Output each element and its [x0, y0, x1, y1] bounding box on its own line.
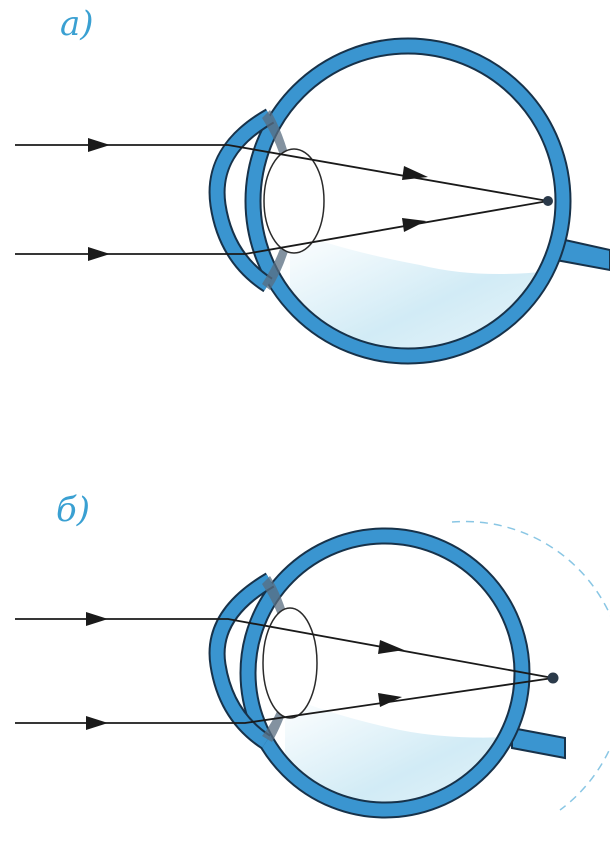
focus-point [543, 196, 553, 206]
eye-diagram-b [0, 480, 610, 841]
panel-b-elongated-eye: б) [0, 480, 610, 841]
lens [264, 149, 324, 253]
arrow [402, 218, 426, 232]
arrow [86, 612, 108, 626]
arrow [378, 640, 404, 654]
arrow [402, 166, 428, 180]
arrow [88, 138, 110, 152]
lens [263, 608, 317, 718]
optic-nerve [512, 728, 565, 758]
eye-diagram-a [0, 0, 610, 400]
arrow [88, 247, 110, 261]
arrow [86, 716, 108, 730]
panel-a-normal-eye: а) [0, 0, 610, 400]
focus-point [548, 673, 559, 684]
